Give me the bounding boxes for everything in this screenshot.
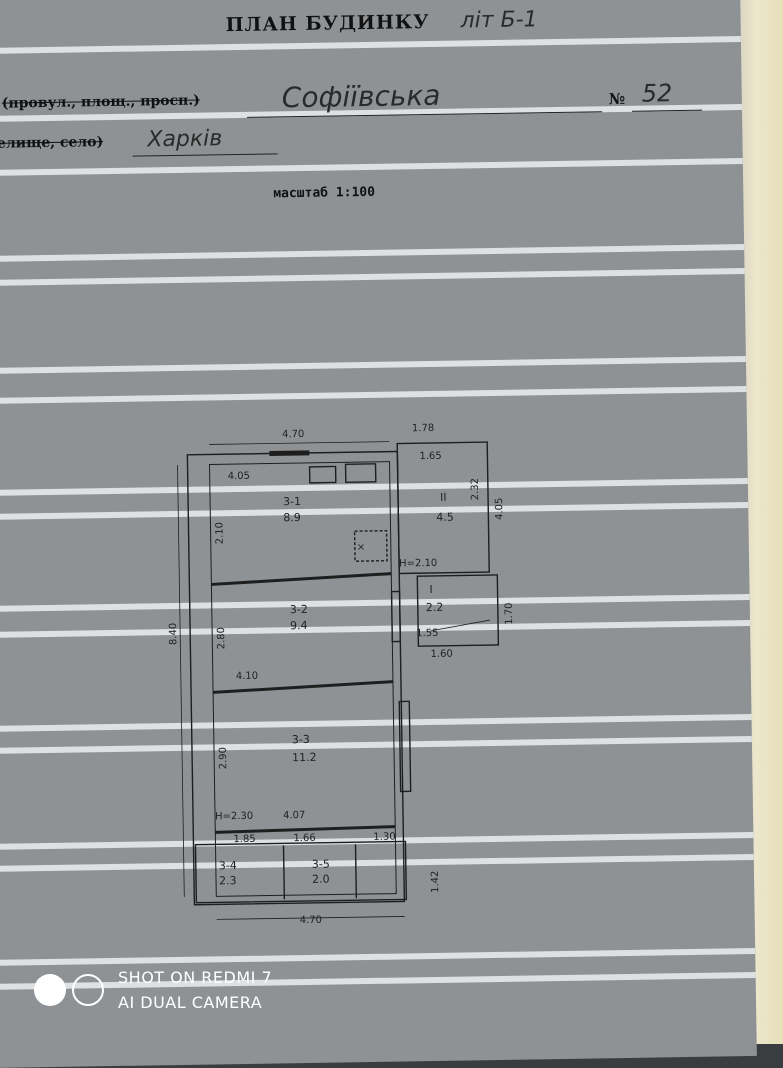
watermark-line-2: AI DUAL CAMERA bbox=[118, 993, 263, 1012]
dim-top-right-width: 1.78 bbox=[412, 423, 434, 434]
room-area: 9.4 bbox=[290, 619, 308, 632]
room-label: II bbox=[440, 491, 447, 504]
partition-wall bbox=[213, 680, 394, 694]
window bbox=[398, 700, 412, 793]
dim-bottom-side: 1.42 bbox=[430, 871, 441, 893]
room-label: 3-3 bbox=[292, 733, 310, 746]
dim-height-2: 2.80 bbox=[216, 627, 227, 649]
bottom-rooms-wall bbox=[194, 840, 408, 904]
dim-top-width: 4.70 bbox=[282, 429, 304, 440]
dim-height-1: 2.10 bbox=[214, 522, 225, 544]
dim-height-note: H=2.10 bbox=[399, 558, 437, 570]
dim-porch-depth: 1.65 bbox=[419, 451, 441, 462]
dimension-line bbox=[216, 916, 405, 920]
room-ii-wall bbox=[396, 441, 490, 575]
dim-bottom-inner-1: 1.85 bbox=[233, 834, 255, 845]
room-label: 3-4 bbox=[219, 859, 237, 872]
camera-watermark: SHOT ON REDMI 7 AI DUAL CAMERA bbox=[34, 965, 272, 1015]
dim-height-note: H=2.30 bbox=[215, 811, 253, 823]
window bbox=[269, 450, 310, 457]
watermark-line-1: SHOT ON REDMI 7 bbox=[118, 968, 273, 987]
inner-wall-line bbox=[209, 461, 397, 897]
fixture bbox=[344, 463, 377, 484]
room-area: 4.5 bbox=[436, 511, 454, 524]
dim-entry-width: 1.55 bbox=[416, 628, 438, 639]
dim-right-height: 4.05 bbox=[494, 498, 505, 520]
dim-entry-height: 1.70 bbox=[504, 602, 515, 624]
dim-room-depth-2: 4.10 bbox=[236, 671, 258, 682]
room-label: I bbox=[429, 583, 432, 596]
dim-bottom-width: 4.70 bbox=[300, 915, 322, 926]
dimension-line bbox=[209, 441, 390, 445]
partition-wall bbox=[211, 572, 392, 586]
filled-circle-icon bbox=[34, 974, 66, 1006]
dim-side-height: 2.32 bbox=[470, 478, 481, 500]
document-sheet: ПЛАН БУДИНКУ літ Б-1 (провул., площ., пр… bbox=[0, 0, 757, 1068]
window bbox=[390, 590, 402, 643]
room-area: 2.0 bbox=[312, 873, 330, 886]
dim-room-depth-3: 4.07 bbox=[283, 810, 305, 821]
room-area: 2.2 bbox=[426, 601, 444, 614]
dimension-line bbox=[430, 619, 491, 632]
dimension-line bbox=[177, 464, 185, 897]
dim-height-3: 2.90 bbox=[218, 747, 229, 769]
fixture bbox=[308, 465, 337, 484]
camera-logo bbox=[34, 974, 104, 1006]
dim-bottom-inner-2: 1.66 bbox=[293, 833, 315, 844]
ring-circle-icon bbox=[72, 974, 104, 1006]
room-label: 3-1 bbox=[283, 495, 301, 508]
porch-wall bbox=[416, 574, 500, 647]
room-area: 8.9 bbox=[283, 511, 301, 524]
stove bbox=[353, 529, 388, 562]
partition-wall bbox=[282, 845, 286, 900]
room-label: 3-5 bbox=[312, 858, 330, 871]
dim-porch-width: 1.60 bbox=[430, 649, 452, 660]
room-area: 2.3 bbox=[219, 874, 237, 887]
dim-left-height: 8.40 bbox=[168, 623, 179, 645]
stove-mark: × bbox=[357, 542, 366, 553]
room-label: 3-2 bbox=[290, 603, 308, 616]
floor-plan: × 4.70 1.78 4.05 1.65 4.10 4.07 H=2.30 H… bbox=[168, 423, 515, 926]
partition-wall bbox=[215, 825, 396, 834]
room-area: 11.2 bbox=[292, 751, 317, 764]
dim-bottom-inner-3: 1.30 bbox=[373, 832, 395, 843]
partition-wall bbox=[354, 844, 358, 899]
dim-room-depth-1: 4.05 bbox=[228, 471, 250, 482]
